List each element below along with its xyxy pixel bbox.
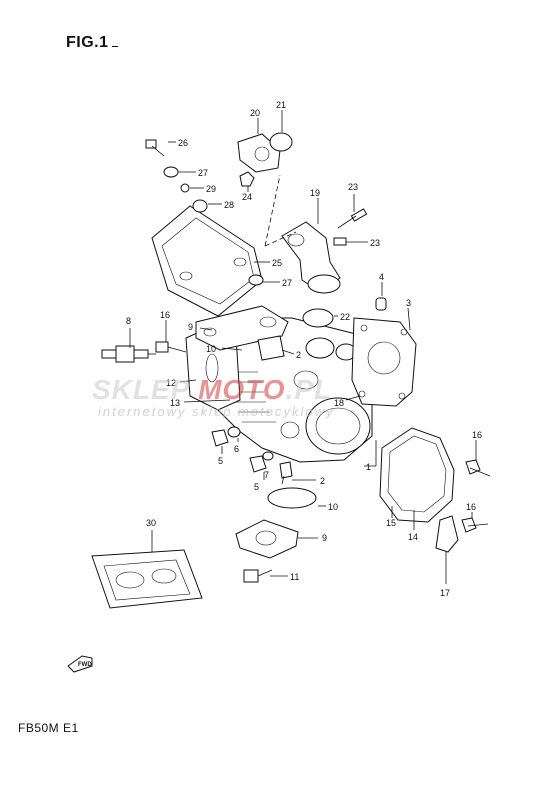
part-30-gasket-set: [91, 549, 203, 609]
callout-10: 10: [206, 344, 216, 354]
part-9-holder-lower: [235, 519, 299, 559]
callout-24: 24: [242, 192, 252, 202]
watermark-logo: SKLEP MOTO.PL: [92, 374, 333, 405]
part-4-dowel: [375, 297, 387, 311]
callout-29: 29: [206, 184, 216, 194]
callout-4: 4: [379, 272, 384, 282]
callout-3: 3: [406, 298, 411, 308]
part-19-intake-pipe: [281, 221, 341, 294]
callout-22: 22: [340, 312, 350, 322]
cap-nuts: [211, 426, 293, 479]
part-22-o-ring: [302, 308, 334, 328]
callout-1: 1: [366, 462, 371, 472]
callout-numbers: 1 2 2 3 4 5 5 6 7 8 9 9 10 10 11 12 13 1…: [126, 100, 482, 598]
callout-10: 10: [328, 502, 338, 512]
callout-2: 2: [320, 476, 325, 486]
callout-16: 16: [160, 310, 170, 320]
callout-2: 2: [296, 350, 301, 360]
callout-12: 12: [166, 378, 176, 388]
callout-16: 16: [472, 430, 482, 440]
part-25-head-cover: [151, 205, 263, 317]
callout-27: 27: [198, 168, 208, 178]
callout-19: 19: [310, 188, 320, 198]
part-3-gasket: [351, 317, 417, 407]
part-16-stud: [155, 341, 187, 353]
callout-28: 28: [224, 200, 234, 210]
callout-26: 26: [178, 138, 188, 148]
part-16-bolts-right: [461, 459, 491, 533]
cylinder-head-block: [195, 317, 373, 463]
callout-11: 11: [290, 572, 299, 582]
part-20-gasket: [237, 132, 293, 173]
part-11-bolt: [243, 569, 273, 583]
forward-arrow-icon: FWD: [67, 655, 93, 673]
callout-27: 27: [282, 278, 292, 288]
callout-30: 30: [146, 518, 156, 528]
callout-8: 8: [126, 316, 131, 326]
callout-17: 17: [440, 588, 450, 598]
leader-lines: [129, 110, 477, 584]
part-9-holder: [195, 305, 289, 361]
callout-13: 13: [170, 398, 180, 408]
callout-9: 9: [322, 533, 327, 543]
model-code: FB50M E1: [18, 721, 79, 735]
callout-21: 21: [276, 100, 286, 110]
part-14-side-cover: [379, 427, 455, 523]
figure-title: FIG.1: [66, 34, 118, 52]
callout-25: 25: [272, 258, 282, 268]
part-8-spark-plug: [101, 345, 156, 363]
callout-15: 15: [386, 518, 396, 528]
callout-5: 5: [218, 456, 223, 466]
watermark-tagline: internetowy sklep motocyklowy: [98, 404, 335, 419]
part-23-bolt: [333, 208, 368, 246]
callout-9: 9: [188, 322, 193, 332]
callout-20: 20: [250, 108, 260, 118]
callout-14: 14: [408, 532, 418, 542]
small-hardware: [145, 139, 264, 286]
callout-16: 16: [466, 502, 476, 512]
part-10-o-ring: [267, 487, 317, 509]
callout-23: 23: [348, 182, 358, 192]
part-17-bracket: [435, 515, 459, 553]
callout-18: 18: [334, 398, 344, 408]
callout-7: 7: [264, 470, 269, 480]
callout-23: 23: [370, 238, 380, 248]
svg-text:FWD: FWD: [78, 662, 92, 668]
callout-6: 6: [234, 444, 239, 454]
callout-5: 5: [254, 482, 259, 492]
